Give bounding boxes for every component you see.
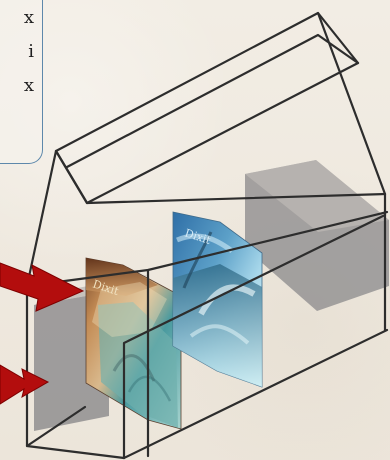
box-inner-right	[318, 13, 385, 194]
lid-inner-edge	[67, 35, 358, 167]
